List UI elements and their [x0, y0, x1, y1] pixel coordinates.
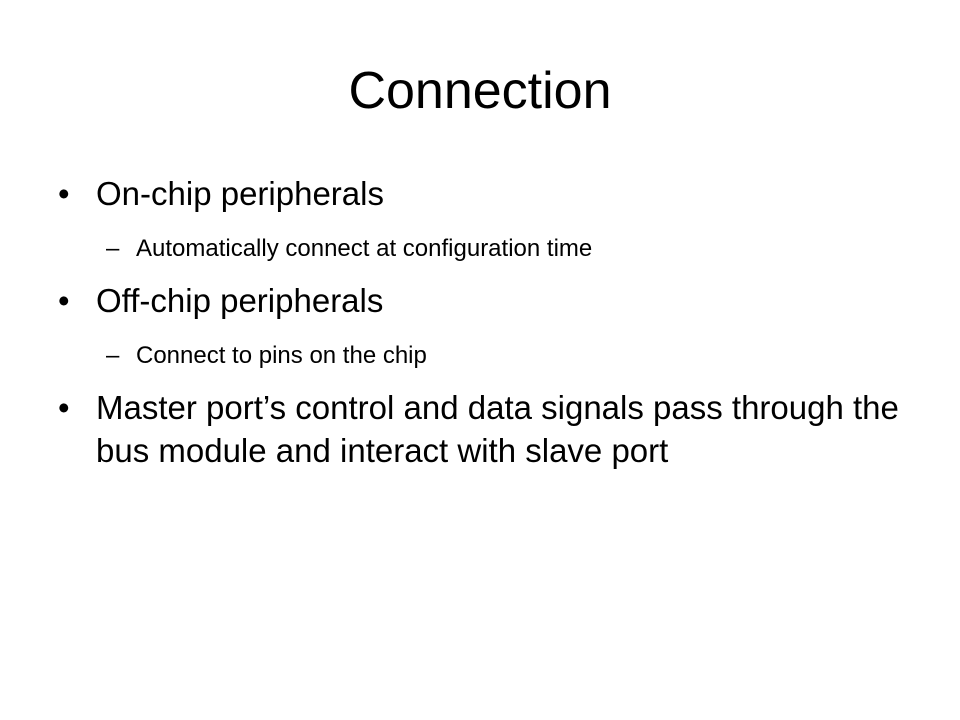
sub-bullet-marker: –: [106, 342, 120, 369]
bullet-marker: •: [58, 282, 70, 319]
bullet-text: Off-chip peripherals: [96, 282, 384, 319]
sub-bullet-marker: –: [106, 235, 120, 262]
sub-bullet-text: Automatically connect at configuration t…: [136, 235, 593, 262]
sub-bullet-item: – Automatically connect at configuration…: [58, 232, 918, 266]
sub-bullet-text: Connect to pins on the chip: [136, 342, 427, 369]
slide-title: Connection: [348, 62, 612, 120]
sub-bullet-item: – Connect to pins on the chip: [58, 339, 918, 373]
bullet-item: • Off-chip peripherals: [58, 279, 918, 322]
bullet-marker: •: [58, 175, 70, 212]
bullet-text: Master port’s control and data signals p…: [96, 389, 899, 469]
bullet-item: • On-chip peripherals: [58, 172, 918, 215]
bullet-text: On-chip peripherals: [96, 175, 384, 212]
bullet-item: • Master port’s control and data signals…: [58, 386, 918, 472]
bullet-marker: •: [58, 389, 70, 426]
slide-body: • On-chip peripherals – Automatically co…: [58, 172, 918, 472]
